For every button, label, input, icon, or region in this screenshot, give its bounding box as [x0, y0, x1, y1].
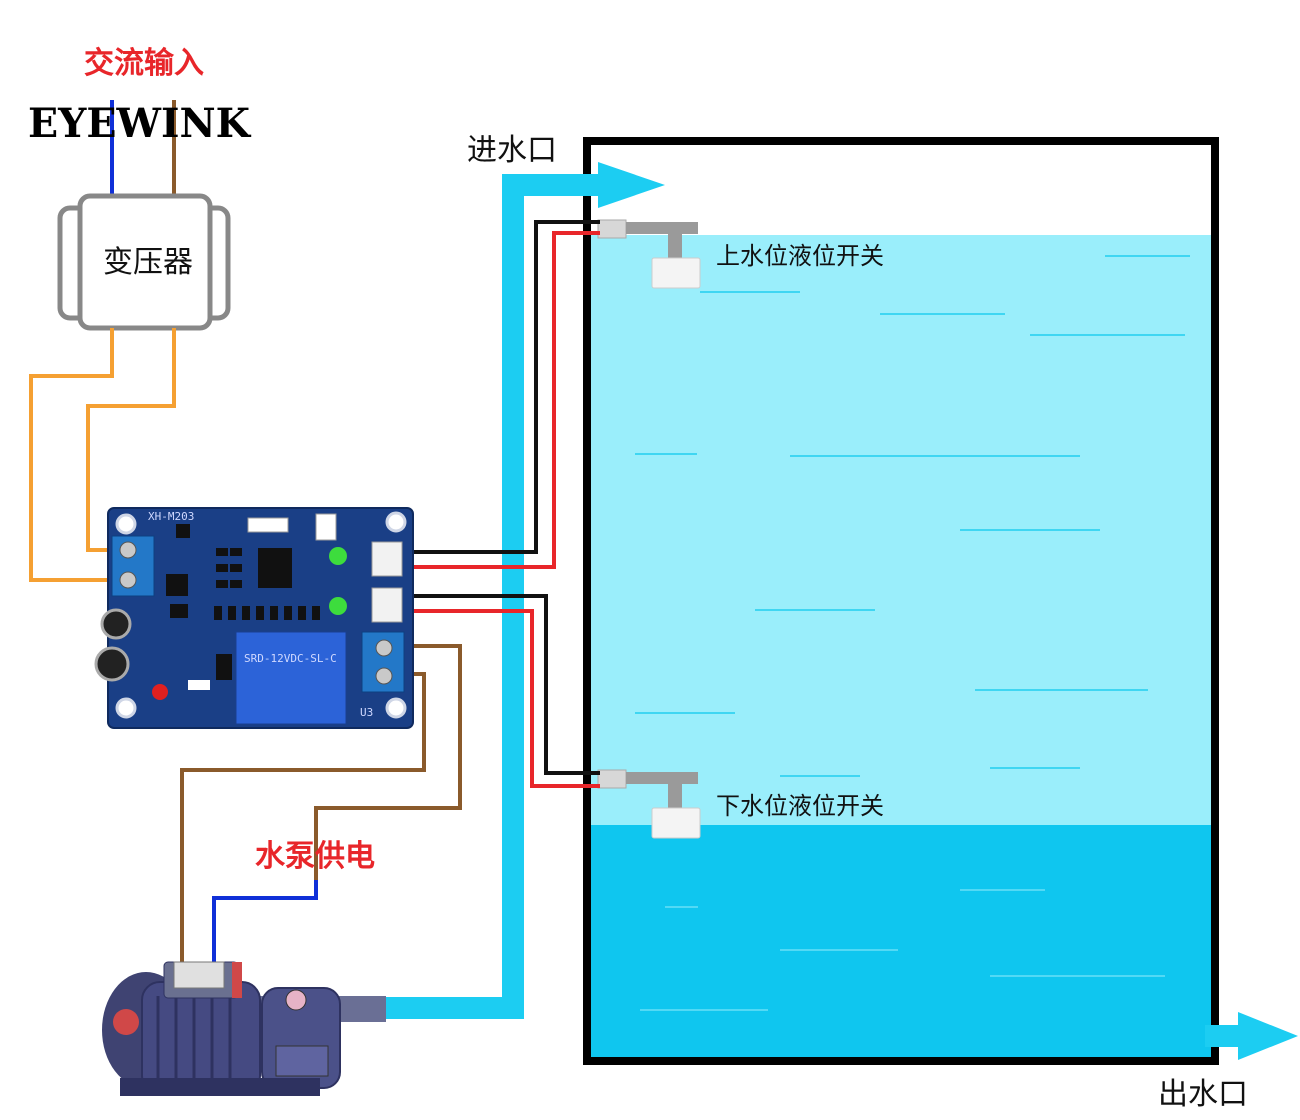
lower-wire-black	[390, 594, 600, 775]
tank-water-lower	[591, 825, 1211, 1058]
relay	[235, 631, 347, 725]
lower-wire-red	[390, 609, 600, 788]
led-red	[152, 684, 168, 700]
lower-switch-label: 下水位液位开关	[716, 792, 884, 820]
pump-wire-blue	[212, 880, 318, 970]
pump-power-label: 水泵供电	[255, 839, 375, 874]
led-green	[329, 547, 347, 565]
board-model: XH-M203	[148, 510, 194, 523]
led-green	[329, 597, 347, 615]
upper-wire-black	[390, 220, 600, 554]
outlet-arrow	[1205, 1012, 1298, 1060]
outlet-label: 出水口	[1158, 1077, 1248, 1112]
sensor-connector	[371, 541, 403, 577]
chip	[258, 548, 292, 588]
water-ripples	[635, 255, 1190, 777]
sensor-connector	[371, 587, 403, 623]
tank-water-upper	[591, 235, 1211, 825]
pump-wire-brown-b	[180, 672, 426, 970]
capacitor	[100, 608, 132, 640]
board-corner-mark: U3	[360, 706, 373, 719]
relay-text: SRD-12VDC-SL-C	[244, 652, 337, 665]
water-tank	[583, 137, 1219, 1065]
controller-board	[94, 507, 414, 729]
transformer-wire-left	[29, 328, 124, 582]
transformer-wire-right	[86, 328, 176, 552]
inlet-label: 进水口	[467, 133, 557, 168]
upper-wire-red	[390, 231, 600, 569]
water-ripples-dark	[640, 889, 1165, 1011]
lower-float-switch	[597, 769, 701, 839]
transformer-label: 变压器	[103, 245, 193, 280]
water-pump	[102, 961, 386, 1096]
capacitor	[94, 646, 130, 682]
upper-float-switch	[597, 219, 701, 289]
brand-label: EYEWINK	[28, 100, 251, 147]
transformer	[57, 193, 231, 331]
ac-input-label: 交流输入	[84, 46, 204, 81]
pump-wire-brown-a	[314, 644, 462, 880]
upper-switch-label: 上水位液位开关	[716, 242, 884, 270]
